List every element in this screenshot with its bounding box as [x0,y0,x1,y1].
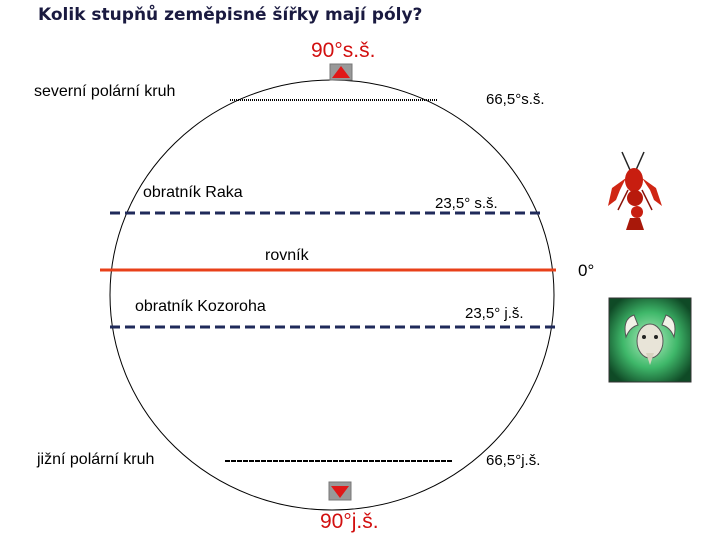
page-title: Kolik stupňů zeměpisné šířky mají póly? [38,5,423,25]
earth-outline [109,79,555,511]
equator-label: rovník [265,247,309,264]
antarctic-circle-label: jižní polární kruh [37,451,155,468]
tropic-capricorn-value: 23,5° j.š. [465,305,524,322]
south-pole-label: 90°j.š. [320,510,379,533]
tropic-cancer-value: 23,5° s.š. [435,195,498,212]
north-pole-marker-icon [329,63,353,81]
equator-value: 0° [578,261,595,280]
tropic-capricorn-label: obratník Kozoroha [135,298,266,315]
capricorn-goat-icon [608,297,692,383]
north-pole-label: 90°s.š. [311,39,376,62]
antarctic-circle-value: 66,5°j.š. [486,452,541,469]
south-pole-marker-icon [328,481,352,501]
arctic-circle-label: severní polární kruh [34,83,176,100]
arctic-circle-value: 66,5°s.š. [486,91,545,108]
tropic-cancer-label: obratník Raka [143,184,243,201]
lobster-icon [608,151,662,230]
